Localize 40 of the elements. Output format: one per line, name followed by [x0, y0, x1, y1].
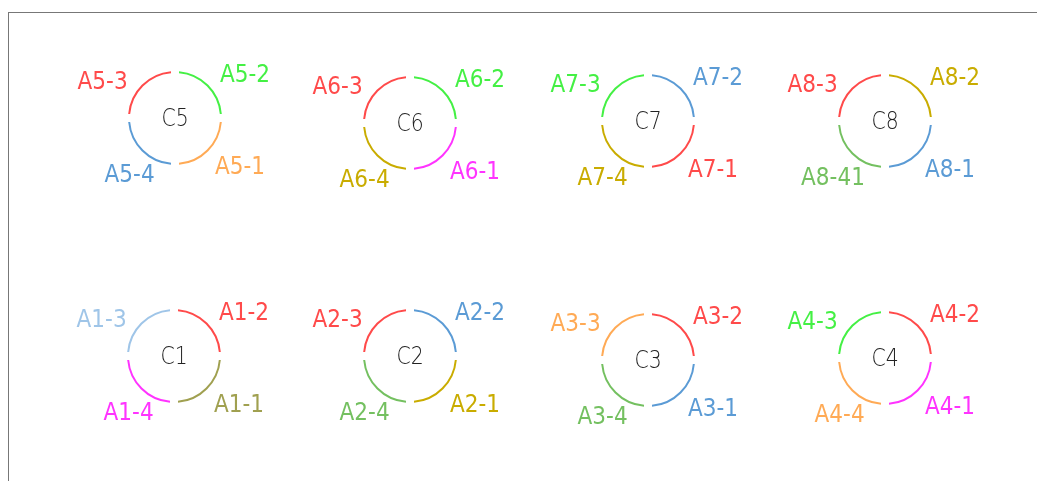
- segment-label: A6-3: [312, 74, 363, 98]
- segment-label: A1-3: [76, 307, 127, 331]
- segment-label: A3-2: [693, 304, 744, 328]
- segment-label: A6-4: [339, 167, 390, 191]
- segment-label: A7-1: [688, 157, 739, 181]
- segment-label: A4-3: [787, 309, 838, 333]
- segment-label: A1-1: [214, 392, 265, 416]
- segment-label: A5-1: [215, 154, 266, 178]
- segment-label: A5-2: [220, 62, 271, 86]
- segment-label: A1-2: [219, 300, 270, 324]
- circle-label: C4: [871, 344, 899, 372]
- circle-label: C8: [871, 107, 899, 135]
- circle-label: C6: [396, 109, 424, 137]
- segment-label: A6-2: [455, 67, 506, 91]
- segment-label: A3-3: [550, 311, 601, 335]
- circle-label: C2: [396, 342, 424, 370]
- segment-label: A8-2: [930, 65, 981, 89]
- segment-label: A4-2: [930, 302, 981, 326]
- segment-label: A8-1: [925, 157, 976, 181]
- segment-label: A6-1: [450, 159, 501, 183]
- circle-label: C7: [634, 107, 662, 135]
- segment-label: A3-1: [688, 396, 739, 420]
- segment-label: A5-3: [77, 69, 128, 93]
- segment-label: A2-4: [339, 400, 390, 424]
- segment-label: A8-3: [787, 72, 838, 96]
- segment-label: A4-1: [925, 394, 976, 418]
- segment-label: A1-4: [103, 400, 154, 424]
- circle-label: C1: [160, 342, 188, 370]
- segment-label: A2-3: [312, 307, 363, 331]
- segment-label: A4-4: [814, 402, 865, 426]
- circle-label: C3: [634, 346, 662, 374]
- circle-label: C5: [161, 104, 189, 132]
- segment-label: A7-4: [577, 165, 628, 189]
- segment-label: A2-2: [455, 300, 506, 324]
- segment-label: A5-4: [104, 162, 155, 186]
- segment-label: A7-3: [550, 72, 601, 96]
- segment-label: A3-4: [577, 404, 628, 428]
- segment-label: A2-1: [450, 392, 501, 416]
- segment-label: A8-41: [801, 165, 865, 189]
- segment-label: A7-2: [693, 65, 744, 89]
